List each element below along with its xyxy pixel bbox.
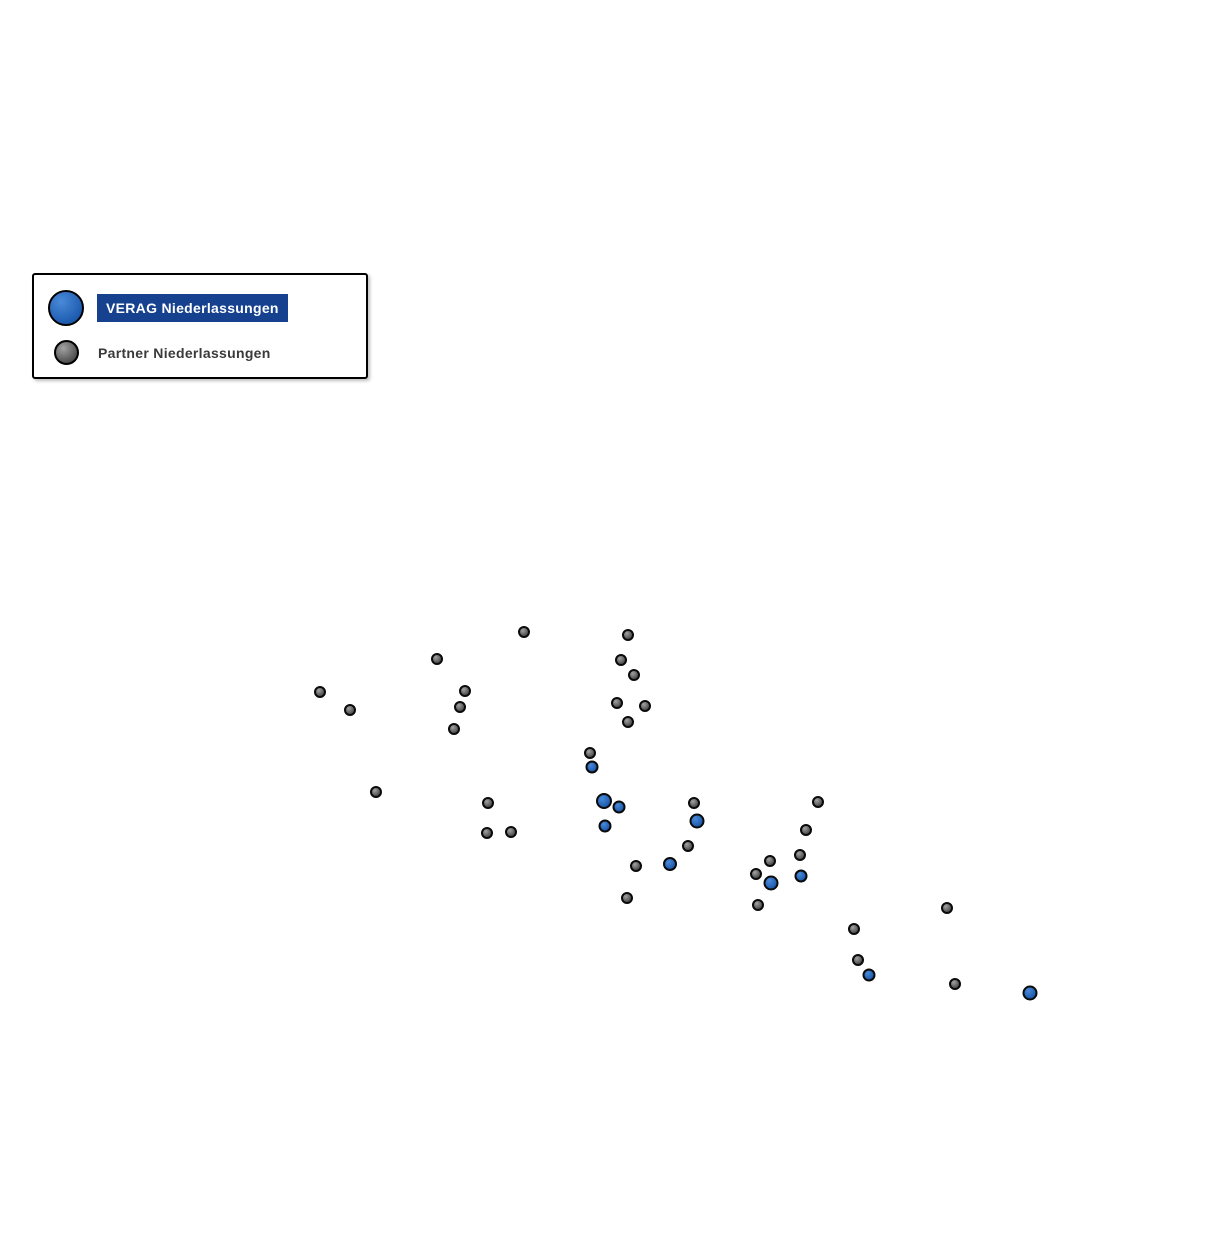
map-marker-partner[interactable]: [639, 700, 651, 712]
legend-item-verag[interactable]: VERAG Niederlassungen: [48, 290, 288, 326]
map-marker-verag[interactable]: [612, 800, 626, 814]
partner-marker-icon[interactable]: [54, 340, 79, 365]
map-marker-partner[interactable]: [848, 923, 860, 935]
map-marker-partner[interactable]: [764, 855, 776, 867]
map-marker-partner[interactable]: [518, 626, 530, 638]
map-marker-partner[interactable]: [682, 840, 694, 852]
map-marker-partner[interactable]: [344, 704, 356, 716]
map-marker-partner[interactable]: [752, 899, 764, 911]
map-marker-partner[interactable]: [852, 954, 864, 966]
map-marker-verag[interactable]: [862, 968, 876, 982]
map-marker-verag[interactable]: [763, 875, 779, 891]
map-marker-partner[interactable]: [794, 849, 806, 861]
legend-item-partner[interactable]: Partner Niederlassungen: [54, 340, 271, 365]
verag-marker-icon[interactable]: [48, 290, 84, 326]
map-marker-partner[interactable]: [611, 697, 623, 709]
map-marker-partner[interactable]: [622, 629, 634, 641]
map-marker-verag[interactable]: [585, 760, 599, 774]
map-marker-partner[interactable]: [941, 902, 953, 914]
map-marker-partner[interactable]: [431, 653, 443, 665]
map-marker-verag[interactable]: [689, 813, 705, 829]
map-marker-partner[interactable]: [454, 701, 466, 713]
map-marker-partner[interactable]: [949, 978, 961, 990]
map-marker-partner[interactable]: [630, 860, 642, 872]
map-marker-verag[interactable]: [794, 869, 808, 883]
map-marker-partner[interactable]: [370, 786, 382, 798]
map-marker-verag[interactable]: [598, 819, 612, 833]
map-marker-partner[interactable]: [481, 827, 493, 839]
map-marker-partner[interactable]: [621, 892, 633, 904]
map-marker-partner[interactable]: [622, 716, 634, 728]
map-marker-partner[interactable]: [505, 826, 517, 838]
map-marker-partner[interactable]: [750, 868, 762, 880]
map-marker-partner[interactable]: [314, 686, 326, 698]
verag-legend-label[interactable]: VERAG Niederlassungen: [97, 294, 288, 322]
map-marker-partner[interactable]: [628, 669, 640, 681]
map-marker-verag[interactable]: [663, 857, 677, 871]
map-marker-partner[interactable]: [584, 747, 596, 759]
map-marker-partner[interactable]: [615, 654, 627, 666]
map-marker-verag[interactable]: [596, 793, 612, 809]
map-marker-partner[interactable]: [459, 685, 471, 697]
map-marker-verag[interactable]: [1022, 985, 1038, 1001]
legend: VERAG Niederlassungen Partner Niederlass…: [32, 273, 368, 379]
partner-legend-label[interactable]: Partner Niederlassungen: [98, 344, 271, 361]
map-marker-partner[interactable]: [482, 797, 494, 809]
map-marker-partner[interactable]: [688, 797, 700, 809]
map-marker-partner[interactable]: [448, 723, 460, 735]
map-marker-partner[interactable]: [800, 824, 812, 836]
map-marker-partner[interactable]: [812, 796, 824, 808]
